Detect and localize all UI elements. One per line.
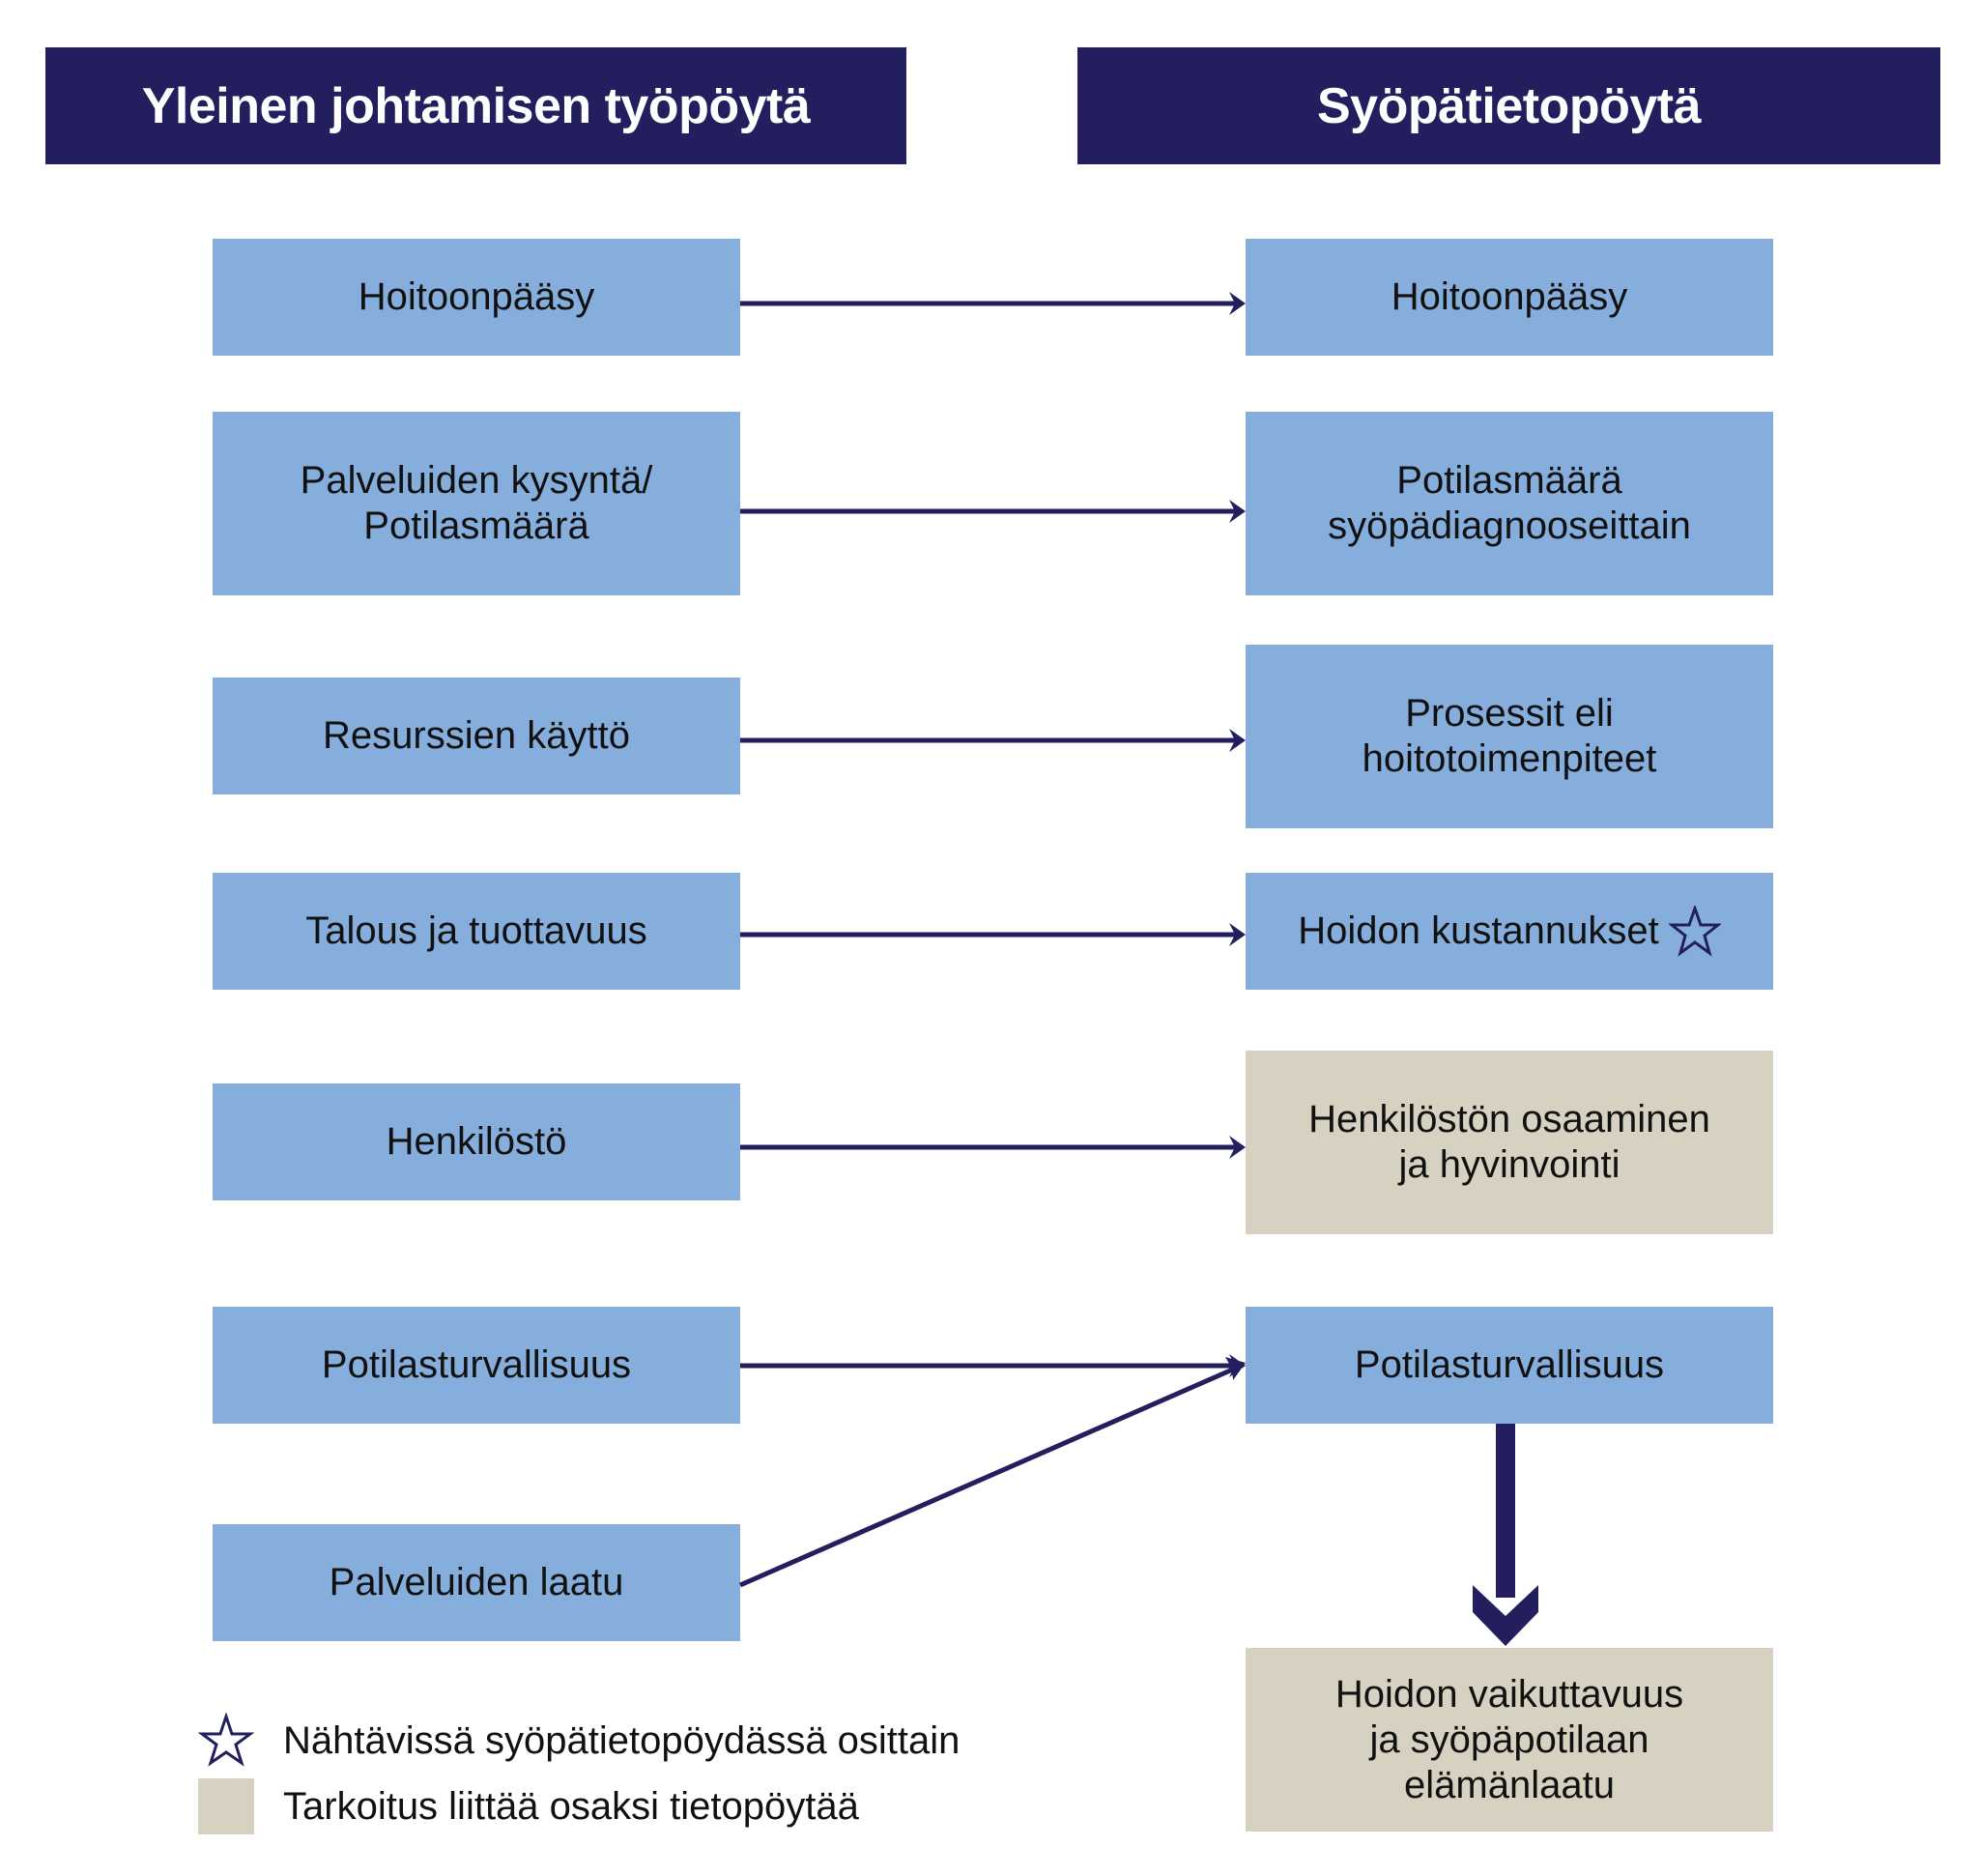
star-outline-icon [198,1713,254,1767]
left-box-potilasturvallisuus: Potilasturvallisuus [213,1307,740,1424]
legend-item-partial: Nähtävissä syöpätietopöydässä osittain [198,1713,960,1769]
box-label: Hoidon kustannukset [1298,909,1659,952]
thick-arrowhead [1473,1585,1538,1646]
left-box-resurssit: Resurssien käyttö [213,678,740,794]
header-cancer-dashboard: Syöpätietopöytä [1077,47,1940,164]
box-label: Resurssien käyttö [323,714,630,757]
box-label: Potilasturvallisuus [1354,1343,1665,1386]
right-box-prosessit: Prosessit eli hoitotoimenpiteet [1246,645,1773,828]
arrowhead [1229,923,1246,946]
thick-arrow-shaft [1496,1424,1515,1598]
legend-label: Nähtävissä syöpätietopöydässä osittain [283,1718,961,1762]
box-label: Hoitoonpääsy [358,275,595,318]
box-label: Potilasturvallisuus [321,1343,632,1386]
arrowhead [1229,500,1246,523]
right-box-vaikuttavuus: Hoidon vaikuttavuus ja syöpäpotilaan elä… [1246,1648,1773,1832]
beige-swatch-icon [198,1778,254,1834]
left-box-kysynta: Palveluiden kysyntä/ Potilasmäärä [213,412,740,595]
star-outline-icon [1668,905,1721,957]
arrowhead [1229,292,1246,315]
right-box-hoitoonpaasy: Hoitoonpääsy [1246,239,1773,356]
legend-item-planned: Tarkoitus liittää osaksi tietopöytää [198,1778,859,1834]
box-label: Palveluiden laatu [329,1561,624,1603]
box-label: Hoidon vaikuttavuus ja syöpäpotilaan elä… [1334,1672,1684,1806]
box-label: Henkilöstön osaaminen ja hyvinvointi [1308,1098,1710,1186]
right-box-henkiloston-osaaminen: Henkilöstön osaaminen ja hyvinvointi [1246,1051,1773,1234]
box-label: Hoitoonpääsy [1391,275,1628,318]
right-box-potilasmaara: Potilasmäärä syöpädiagnooseittain [1246,412,1773,595]
arrowhead [1229,1136,1246,1159]
header-general-dashboard: Yleinen johtamisen työpöytä [45,47,906,164]
left-box-hoitoonpaasy: Hoitoonpääsy [213,239,740,356]
box-label: Henkilöstö [386,1120,567,1163]
left-box-talous: Talous ja tuottavuus [213,873,740,990]
box-label: Prosessit eli hoitotoimenpiteet [1362,692,1657,780]
right-box-kustannukset: Hoidon kustannukset [1246,873,1773,990]
left-box-henkilosto: Henkilöstö [213,1083,740,1200]
arrowhead [1225,1357,1246,1380]
arrow-laatu [738,1365,1239,1588]
box-label: Talous ja tuottavuus [305,909,647,952]
arrowhead [1229,729,1246,752]
box-label: Palveluiden kysyntä/ Potilasmäärä [300,459,653,547]
arrowhead [1229,1354,1246,1377]
left-box-laatu: Palveluiden laatu [213,1524,740,1641]
right-box-potilasturvallisuus: Potilasturvallisuus [1246,1307,1773,1424]
legend-label: Tarkoitus liittää osaksi tietopöytää [283,1784,859,1828]
box-label: Potilasmäärä syöpädiagnooseittain [1328,459,1691,547]
